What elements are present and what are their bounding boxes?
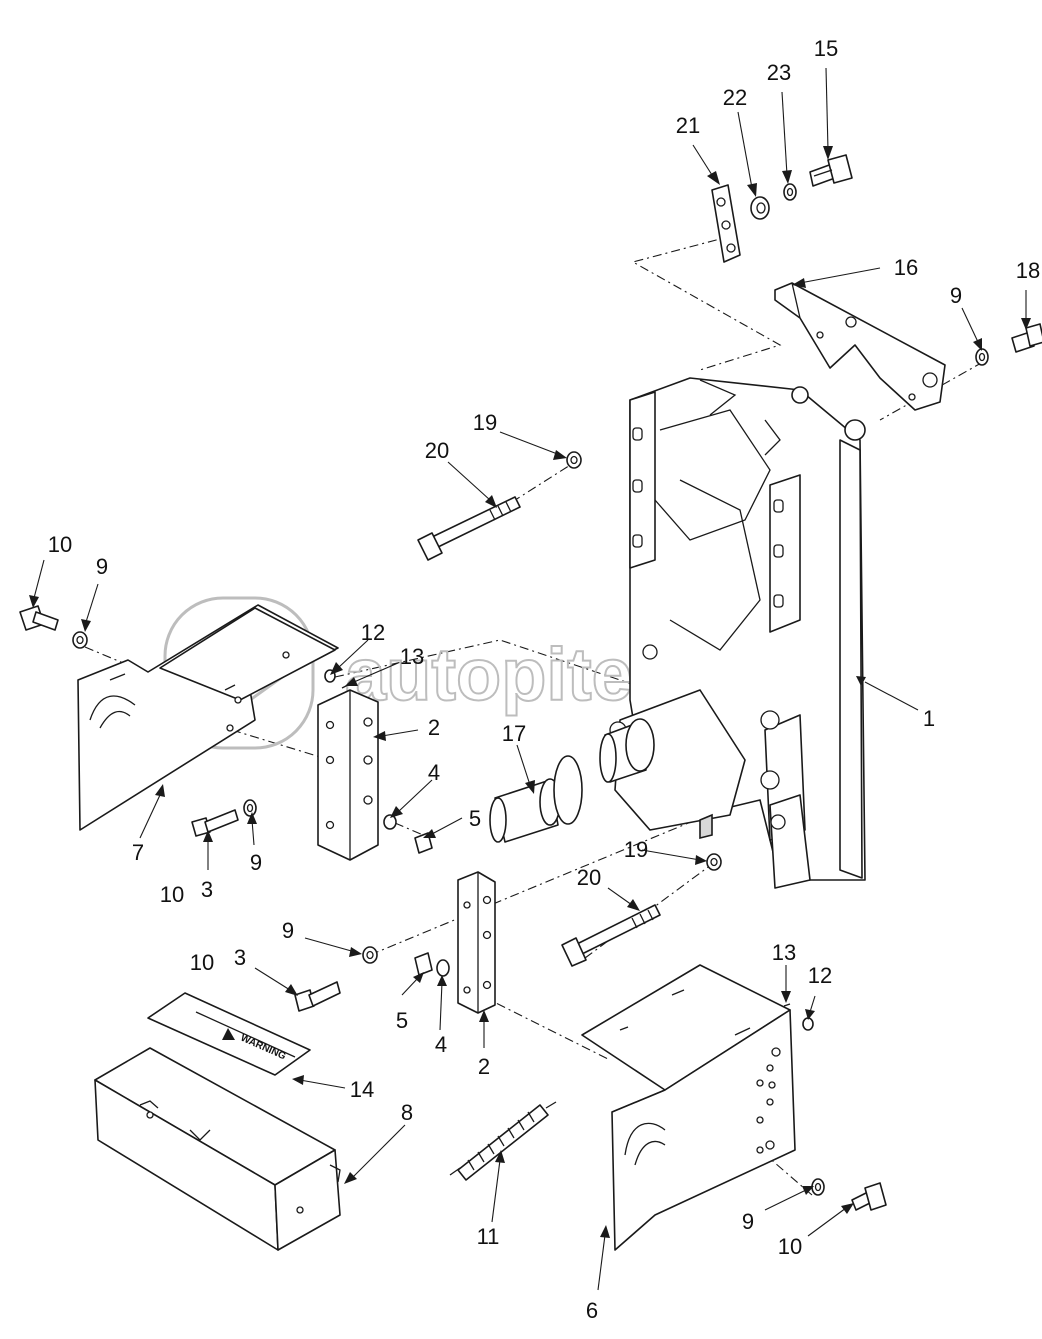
callout-9-top-right: 9 <box>950 283 962 308</box>
callout-5-lower: 5 <box>396 1008 408 1033</box>
part-18-bolt <box>1011 323 1042 353</box>
part-10-bolt-upper-left <box>19 605 59 631</box>
part-20-long-bolt-lower <box>561 904 661 967</box>
callout-19-lower: 19 <box>624 837 648 862</box>
callout-10-lower-left: 10 <box>190 950 214 975</box>
part-11-spring <box>449 1101 557 1181</box>
part-9-washer-lower-left <box>362 946 378 964</box>
callout-15: 15 <box>814 36 838 61</box>
callout-11: 11 <box>477 1224 500 1249</box>
callout-4-upper: 4 <box>428 760 440 785</box>
part-8-lower-left-cover <box>94 1047 341 1251</box>
callout-1: 1 <box>923 706 935 731</box>
callout-19-upper: 19 <box>473 410 497 435</box>
callout-9-lower-left: 9 <box>282 918 294 943</box>
callout-23: 23 <box>767 60 791 85</box>
part-4-washer-lower <box>436 959 450 977</box>
part-19-washer-lower <box>706 853 722 871</box>
callout-9-upper-left: 9 <box>96 554 108 579</box>
callout-2-upper: 2 <box>428 715 440 740</box>
part-22-nut <box>750 196 770 220</box>
top-hardware <box>711 154 853 263</box>
leader-lines <box>29 67 1031 1291</box>
callout-10-lower-right: 10 <box>778 1234 802 1259</box>
part-3-bolt-left <box>191 809 239 837</box>
part-10-bolt-lower-right <box>851 1182 887 1211</box>
part-9-washer-left-middle <box>243 799 257 817</box>
part-3-bolt-lower <box>294 981 341 1012</box>
part-7-left-shield <box>77 604 339 831</box>
callout-13-left: 13 <box>400 644 424 669</box>
part-4-washer-left <box>383 814 397 830</box>
callout-21: 21 <box>676 113 700 138</box>
callout-20-lower: 20 <box>577 865 601 890</box>
part-6-right-shield <box>581 964 796 1251</box>
callout-16: 16 <box>894 255 918 280</box>
callout-13-right: 13 <box>772 940 796 965</box>
callout-2-lower: 2 <box>478 1054 490 1079</box>
callout-17: 17 <box>502 721 526 746</box>
callout-14: 14 <box>350 1077 374 1102</box>
callout-10-left-middle: 10 <box>160 882 184 907</box>
callout-3-lower: 3 <box>234 945 246 970</box>
callout-9-lower-right: 9 <box>742 1209 754 1234</box>
warning-triangle-icon <box>222 1028 235 1040</box>
callout-18: 18 <box>1016 258 1040 283</box>
callout-labels: 15 23 22 21 16 18 9 19 20 10 9 12 13 2 1… <box>48 36 1040 1323</box>
part-17-shaft-bushing <box>489 718 655 843</box>
part-2-strap-left <box>317 689 379 861</box>
part-5-nut-lower <box>414 952 433 976</box>
callout-8: 8 <box>401 1100 413 1125</box>
part-13-pin-right <box>783 1003 791 1007</box>
part-16-upper-bracket <box>774 282 946 411</box>
part-2-strap-lower <box>457 871 496 1014</box>
part-21-link-plate <box>711 184 741 263</box>
part-1-gearbox-housing <box>609 377 866 889</box>
part-9-washer-upper-left <box>72 631 88 649</box>
callout-3-left: 3 <box>201 877 213 902</box>
callout-10-upper-left: 10 <box>48 532 72 557</box>
callout-12-left: 12 <box>361 620 385 645</box>
callout-5-upper: 5 <box>469 806 481 831</box>
callout-20-upper: 20 <box>425 438 449 463</box>
callout-9-left-middle: 9 <box>250 850 262 875</box>
part-9-washer-top-right <box>975 348 989 366</box>
part-15-bolt <box>809 154 853 187</box>
callout-22: 22 <box>723 85 747 110</box>
callout-7: 7 <box>132 840 144 865</box>
part-23-washer <box>783 183 797 201</box>
callout-4-lower: 4 <box>435 1032 447 1057</box>
part-20-long-bolt-upper <box>417 496 521 561</box>
callout-6: 6 <box>586 1298 598 1323</box>
part-19-washer-upper <box>566 451 582 469</box>
part-9-washer-lower-right <box>811 1178 825 1196</box>
callout-12-right: 12 <box>808 963 832 988</box>
part-14-warning-decal: WARNING <box>147 992 311 1076</box>
